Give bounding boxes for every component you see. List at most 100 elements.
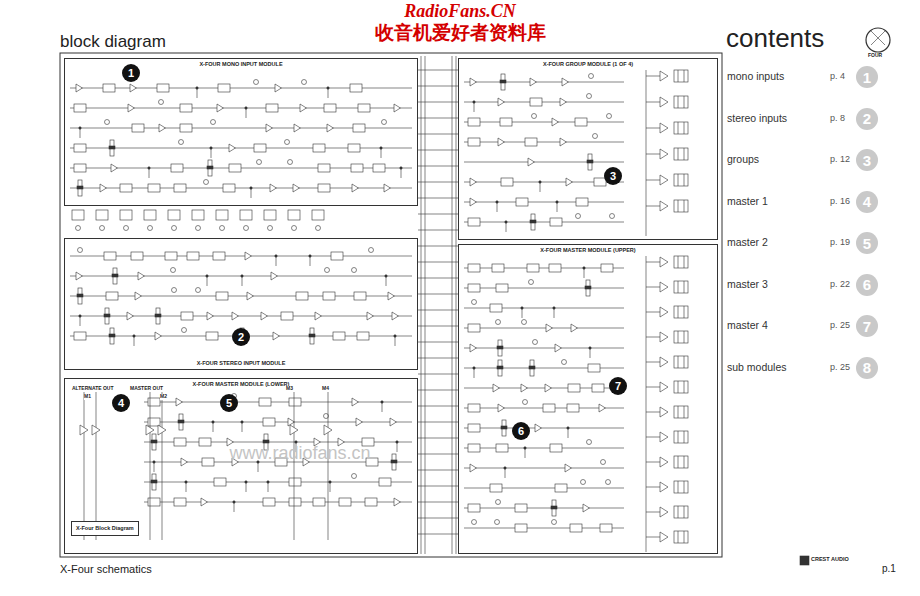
signal-wire	[646, 76, 660, 77]
circuit-block	[490, 484, 502, 492]
amplifier-symbol	[660, 307, 668, 317]
circuit-block	[674, 174, 688, 186]
circuit-block	[208, 160, 212, 176]
signal-wire	[418, 406, 458, 407]
signal-wire	[162, 392, 163, 540]
signal-wire	[678, 306, 679, 318]
circuit-block	[588, 364, 600, 372]
signal-wire	[464, 508, 624, 509]
circuit-block	[354, 292, 366, 300]
circuit-block	[498, 340, 502, 356]
amplifier-symbol	[498, 138, 504, 146]
signal-wire	[684, 148, 685, 160]
amplifier-symbol	[356, 418, 362, 426]
circuit-block	[674, 531, 688, 543]
circuit-block	[179, 414, 183, 430]
amplifier-symbol	[660, 357, 668, 367]
amplifier-symbol	[660, 457, 668, 467]
page-label: X-Four schematics	[60, 563, 152, 576]
amplifier-symbol	[315, 312, 321, 320]
page-label: p.1	[882, 563, 896, 575]
circuit-block	[515, 524, 527, 532]
circuit-block	[288, 210, 300, 220]
signal-wire	[258, 462, 259, 472]
control-knob	[325, 268, 330, 273]
amplifier-symbol	[545, 384, 551, 392]
module-title: X-FOUR MASTER MODULE (LOWER)	[191, 381, 292, 388]
amplifier-symbol	[498, 98, 504, 106]
circuit-block	[187, 252, 199, 260]
signal-wire	[678, 431, 679, 443]
amplifier-symbol	[80, 425, 88, 435]
signal-wire	[456, 56, 457, 554]
page-label: p. 19	[830, 237, 850, 247]
circuit-block	[168, 210, 180, 220]
circuit-block	[468, 218, 480, 226]
circuit-block	[165, 252, 177, 260]
control-knob	[576, 214, 581, 219]
fader-cap	[151, 440, 157, 443]
signal-wire	[70, 256, 412, 257]
signal-wire	[418, 70, 458, 71]
circuit-block	[78, 288, 82, 304]
signal-wire	[678, 331, 679, 343]
control-knob	[352, 268, 357, 273]
control-knob	[196, 288, 201, 293]
signal-wire	[678, 96, 679, 108]
signal-wire	[646, 462, 660, 463]
amplifier-symbol	[565, 464, 571, 472]
circuit-block	[331, 252, 343, 260]
control-knob	[472, 520, 477, 525]
fader-cap	[587, 160, 593, 163]
signal-wire	[678, 356, 679, 368]
circuit-block	[289, 478, 301, 486]
circuit-block	[120, 184, 132, 192]
signal-name: ALTERNATE OUT	[72, 386, 113, 392]
control-knob	[472, 300, 477, 305]
circuit-block	[289, 398, 301, 406]
signal-wire	[646, 102, 660, 103]
signal-wire	[464, 202, 624, 203]
signal-wire	[678, 481, 679, 493]
module-region: X-FOUR MASTER MODULE (UPPER)76	[458, 244, 718, 554]
signal-wire	[678, 406, 679, 418]
circuit-block	[78, 180, 82, 196]
signal-wire	[684, 356, 685, 368]
signal-wire	[464, 348, 624, 349]
module-region: X-FOUR MONO INPUT MODULE1	[64, 58, 418, 206]
control-knob	[78, 248, 83, 253]
circuit-block	[174, 184, 186, 192]
control-knob	[495, 520, 500, 525]
control-knob	[606, 480, 611, 485]
circuit-block	[550, 218, 562, 226]
signal-wire	[464, 122, 624, 123]
title-block: X-Four Block Diagram	[71, 521, 139, 536]
amplifier-symbol	[247, 292, 253, 300]
amplifier-symbol	[76, 84, 82, 92]
diagram-frame	[60, 53, 722, 557]
fader-cap	[77, 294, 83, 297]
amplifier-symbol	[271, 272, 277, 280]
control-knob	[581, 480, 586, 485]
page-label: p. 4	[830, 71, 845, 81]
circuit-block	[104, 252, 116, 260]
circuit-block	[113, 268, 117, 284]
control-knob	[593, 134, 598, 139]
circuit-block	[157, 84, 169, 92]
section-number: 4	[856, 191, 878, 213]
control-knob	[382, 120, 387, 125]
signal-wire	[418, 118, 458, 119]
circuit-block	[592, 384, 604, 392]
amplifier-symbol	[273, 332, 279, 340]
node-text: 3	[610, 171, 616, 182]
signal-wire	[268, 482, 269, 492]
circuit-block	[148, 184, 160, 192]
circuit-block	[156, 308, 160, 324]
circuit-block	[468, 264, 480, 272]
signal-wire	[678, 174, 679, 186]
circuit-block	[313, 498, 325, 506]
signal-wire	[418, 150, 458, 151]
module-region: X-FOUR MASTER MODULE (LOWER)45X-Four Blo…	[64, 378, 418, 554]
circuit-block	[144, 210, 156, 220]
signal-wire	[505, 468, 506, 478]
